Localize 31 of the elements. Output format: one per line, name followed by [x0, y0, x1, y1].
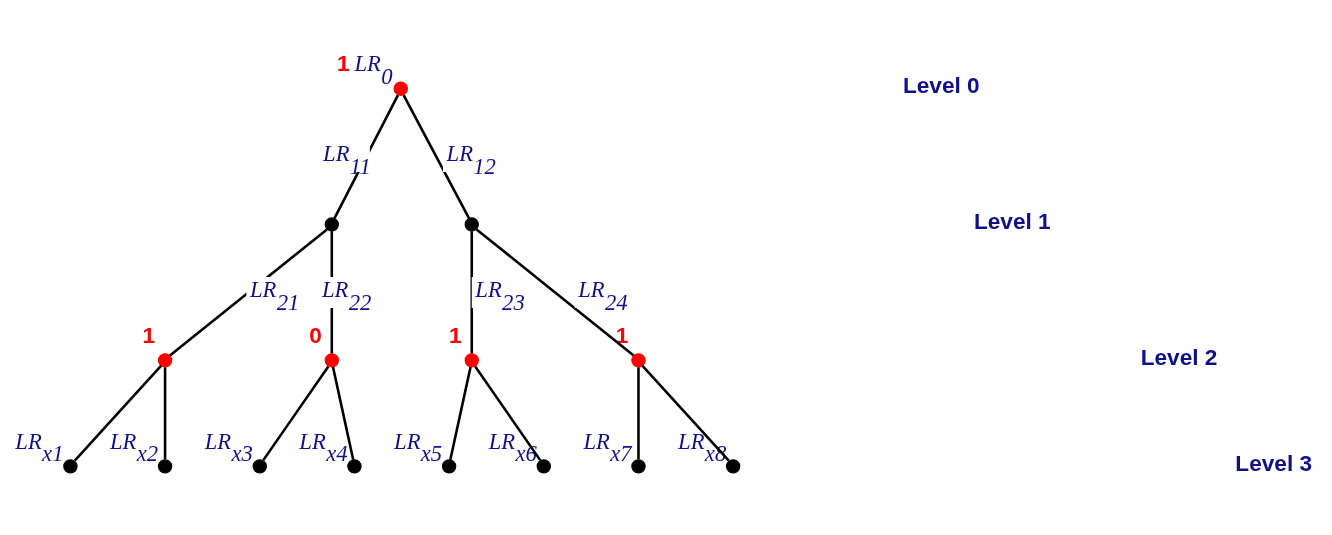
node-circle [441, 458, 457, 474]
node-label: 1 [336, 50, 350, 76]
node-label: 1 [615, 322, 629, 348]
connector [163, 366, 167, 459]
node-circle [631, 458, 646, 474]
connector [470, 230, 474, 353]
label: Level 3 [1235, 450, 1313, 476]
node-label: 1 [449, 322, 462, 348]
node-circle [252, 458, 267, 474]
connector [262, 365, 330, 461]
node-circle [725, 458, 741, 474]
node-circle [324, 352, 339, 368]
node-label: 0 [309, 322, 322, 348]
label: Level 1 [973, 208, 1051, 234]
node-label: 1 [142, 322, 156, 348]
label: Level 0 [902, 72, 980, 98]
node-circle [63, 458, 78, 474]
node-circle [393, 80, 408, 96]
connector [449, 366, 472, 460]
label: Level 2 [1140, 344, 1218, 370]
node-circle [631, 352, 646, 368]
node-circle [347, 458, 362, 474]
node-circle [157, 352, 173, 368]
node-circle [464, 352, 479, 368]
connector [331, 366, 355, 460]
connector [637, 366, 640, 459]
connector [402, 94, 471, 219]
node-circle [157, 458, 173, 474]
node-circle [536, 458, 551, 474]
node-circle [464, 216, 479, 232]
node-circle [324, 216, 339, 232]
